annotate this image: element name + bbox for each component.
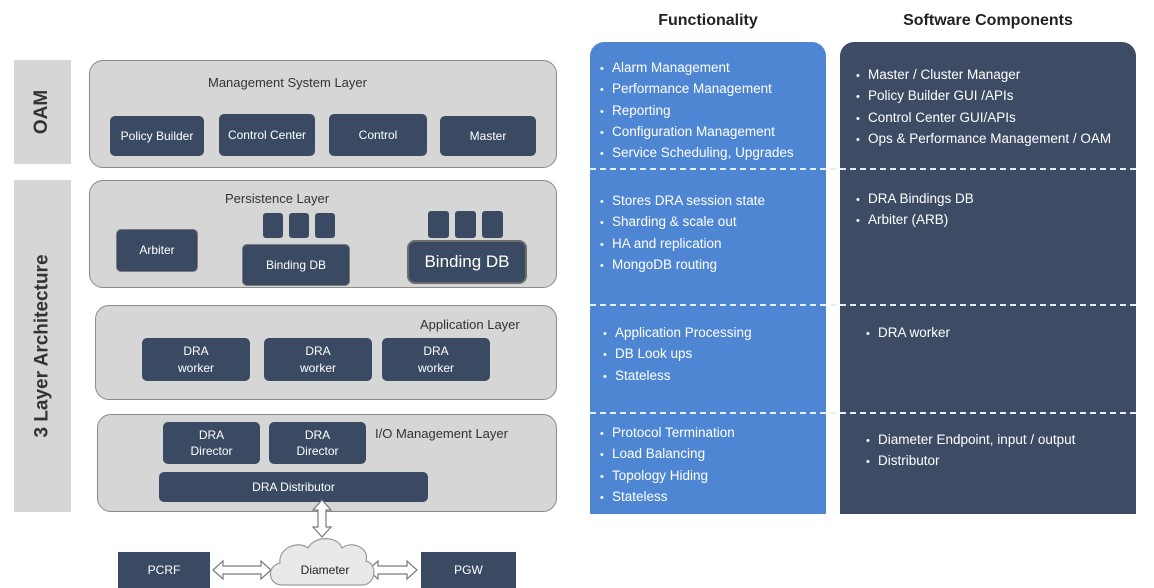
component-item: DRA worker bbox=[866, 323, 950, 344]
control-center-node: Control Center bbox=[219, 114, 315, 156]
functionality-list-application: Application Processing DB Look ups State… bbox=[603, 323, 752, 387]
functionality-item: HA and replication bbox=[600, 234, 765, 255]
functionality-item: Reporting bbox=[600, 101, 794, 122]
arbiter-node: Arbiter bbox=[116, 229, 198, 272]
dra-worker-node: DRA worker bbox=[264, 338, 372, 381]
section-divider bbox=[590, 412, 1136, 414]
database-icon bbox=[315, 213, 335, 238]
master-node: Master bbox=[440, 116, 536, 156]
functionality-list-oam: Alarm Management Performance Management … bbox=[600, 58, 794, 164]
component-item: Diameter Endpoint, input / output bbox=[866, 430, 1075, 451]
functionality-item: Protocol Termination bbox=[600, 423, 735, 444]
component-item: Distributor bbox=[866, 451, 1075, 472]
components-list-oam: Master / Cluster Manager Policy Builder … bbox=[856, 65, 1111, 150]
functionality-item: Topology Hiding bbox=[600, 466, 735, 487]
section-divider bbox=[590, 304, 1136, 306]
functionality-item: Stateless bbox=[600, 487, 735, 508]
component-item: Arbiter (ARB) bbox=[856, 210, 974, 231]
diameter-cloud bbox=[269, 538, 375, 586]
policy-builder-node: Policy Builder bbox=[110, 116, 204, 156]
functionality-item: DB Look ups bbox=[603, 344, 752, 365]
right-double-arrow bbox=[367, 559, 418, 581]
control-node: Control bbox=[329, 114, 427, 156]
database-icon bbox=[482, 211, 503, 238]
pcrf-node: PCRF bbox=[118, 552, 210, 588]
functionality-item: Sharding & scale out bbox=[600, 212, 765, 233]
component-item: Ops & Performance Management / OAM bbox=[856, 129, 1111, 150]
functionality-list-io: Protocol Termination Load Balancing Topo… bbox=[600, 423, 735, 508]
dra-worker-node: DRA worker bbox=[382, 338, 490, 381]
binding-db-large-node: Binding DB bbox=[407, 240, 527, 284]
pgw-node: PGW bbox=[421, 552, 516, 588]
functionality-item: Stores DRA session state bbox=[600, 191, 765, 212]
component-item: Master / Cluster Manager bbox=[856, 65, 1111, 86]
functionality-heading: Functionality bbox=[658, 12, 758, 29]
components-list-io: Diameter Endpoint, input / output Distri… bbox=[866, 430, 1075, 473]
binding-db-small-node: Binding DB bbox=[242, 244, 350, 286]
functionality-item: Service Scheduling, Upgrades bbox=[600, 143, 794, 164]
components-heading: Software Components bbox=[903, 12, 1073, 29]
application-layer-title: Application Layer bbox=[420, 317, 520, 332]
section-divider bbox=[590, 168, 1136, 170]
database-icon bbox=[428, 211, 449, 238]
database-icon bbox=[289, 213, 309, 238]
functionality-list-persistence: Stores DRA session state Sharding & scal… bbox=[600, 191, 765, 276]
vertical-double-arrow bbox=[311, 499, 333, 538]
left-double-arrow bbox=[212, 559, 272, 581]
functionality-item: Alarm Management bbox=[600, 58, 794, 79]
component-item: DRA Bindings DB bbox=[856, 189, 974, 210]
three-layer-sidebar: 3 Layer Architecture bbox=[14, 180, 71, 512]
database-icon bbox=[455, 211, 476, 238]
functionality-item: Application Processing bbox=[603, 323, 752, 344]
functionality-item: Configuration Management bbox=[600, 122, 794, 143]
oam-sidebar: OAM bbox=[14, 60, 71, 164]
component-item: Policy Builder GUI /APIs bbox=[856, 86, 1111, 107]
functionality-item: Stateless bbox=[603, 366, 752, 387]
dra-director-node: DRA Director bbox=[163, 422, 260, 464]
components-list-application: DRA worker bbox=[866, 323, 950, 344]
persistence-layer-title: Persistence Layer bbox=[225, 191, 330, 206]
dra-distributor-node: DRA Distributor bbox=[159, 472, 428, 502]
management-layer-title: Management System Layer bbox=[208, 75, 367, 90]
io-layer-title: I/O Management Layer bbox=[375, 426, 508, 441]
functionality-item: MongoDB routing bbox=[600, 255, 765, 276]
functionality-item: Load Balancing bbox=[600, 444, 735, 465]
components-list-persistence: DRA Bindings DB Arbiter (ARB) bbox=[856, 189, 974, 232]
database-icon bbox=[263, 213, 283, 238]
functionality-item: Performance Management bbox=[600, 79, 794, 100]
diameter-label: Diameter bbox=[300, 563, 350, 577]
dra-worker-node: DRA worker bbox=[142, 338, 250, 381]
component-item: Control Center GUI/APIs bbox=[856, 108, 1111, 129]
dra-director-node: DRA Director bbox=[269, 422, 366, 464]
